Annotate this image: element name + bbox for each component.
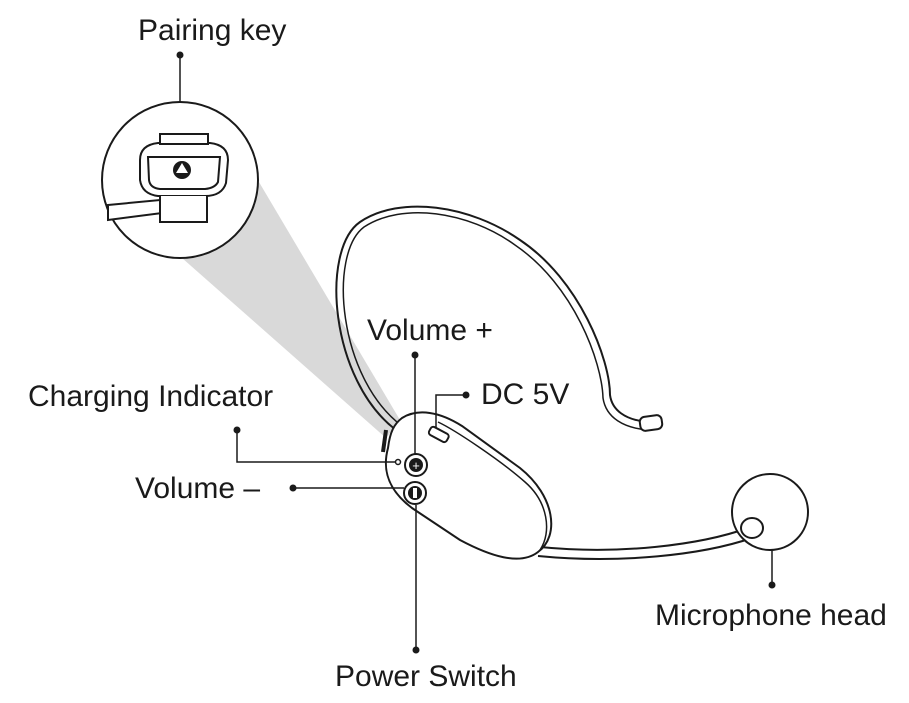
label-dc-5v: DC 5V — [481, 378, 570, 411]
leader-dot-dc-5v — [462, 391, 470, 399]
leader-charging-indicator — [236, 430, 395, 463]
microphone-head-joint — [740, 517, 764, 539]
charging-indicator-led — [394, 458, 402, 466]
dc-5v-port — [427, 425, 450, 444]
leader-dot-microphone-head — [768, 581, 776, 589]
label-volume-plus: Volume + — [367, 314, 493, 347]
leader-dot-charging-indicator — [233, 426, 241, 434]
microphone-boom-inner — [537, 537, 753, 560]
leader-dots — [176, 51, 776, 654]
leader-dot-power-switch — [412, 646, 420, 654]
microphone-head — [731, 473, 809, 551]
label-power-switch: Power Switch — [335, 660, 517, 693]
leader-lines — [179, 55, 773, 650]
pairing-key-icon — [173, 161, 191, 179]
label-volume-minus: Volume – — [135, 472, 261, 505]
transmitter-body-edge — [437, 421, 548, 551]
label-charging-indicator: Charging Indicator — [28, 380, 274, 413]
leader-dot-volume-plus — [411, 351, 419, 359]
leader-dot-pairing-key — [176, 51, 184, 59]
headband-tip — [638, 414, 664, 432]
headband-wire-inner — [342, 212, 649, 431]
volume-plus-symbol: + — [412, 458, 420, 473]
leader-dot-volume-minus — [289, 484, 297, 492]
microphone-boom — [539, 527, 749, 551]
volume-minus-symbol — [413, 488, 417, 498]
label-microphone-head: Microphone head — [655, 599, 887, 632]
leader-dc-5v — [435, 394, 466, 428]
headband-wire — [335, 205, 649, 431]
zoom-cone — [182, 172, 400, 438]
transmitter-body — [384, 411, 553, 560]
label-pairing-key: Pairing key — [138, 14, 287, 47]
volume-plus-icon — [409, 458, 423, 472]
transmitter-side-tab — [381, 429, 388, 453]
